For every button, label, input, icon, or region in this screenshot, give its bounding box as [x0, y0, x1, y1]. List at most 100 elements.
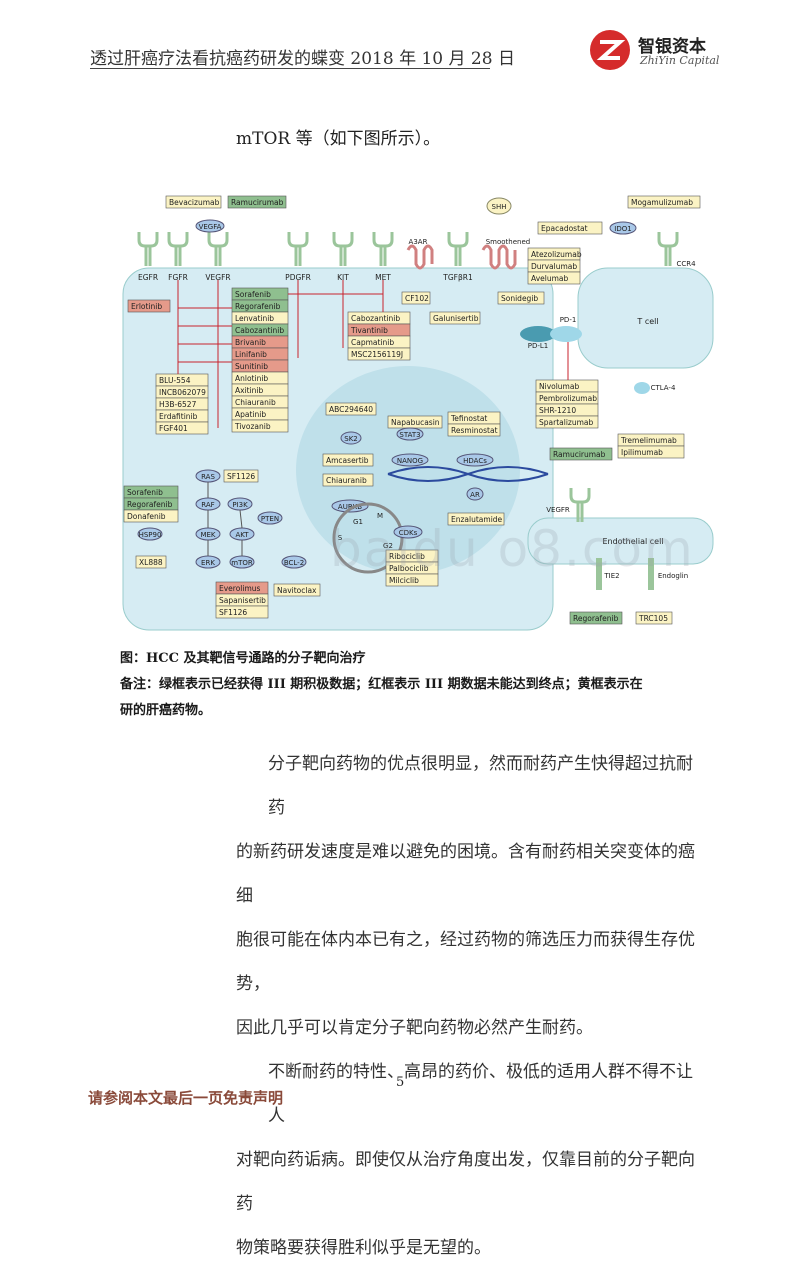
tie2-shape [596, 558, 602, 590]
drug-met-3-label: MSC2156119J [351, 350, 403, 359]
caption-line-1: 图：HCC 及其靶信号通路的分子靶向治疗 [120, 651, 366, 666]
receptor-label-a3ar: A3AR [409, 238, 428, 246]
drug-ctla4-1-label: Ipilimumab [621, 448, 663, 457]
drug-erlotinib-label: Erlotinib [131, 302, 162, 311]
drug-sf1126-box [223, 469, 259, 483]
drug-fgfr-2-label: H3B-6527 [159, 400, 197, 409]
drug-mtor-0-label: Everolimus [219, 584, 261, 593]
receptor-5 [372, 232, 394, 266]
drug-pdl1-2-box [527, 271, 581, 285]
drug-cdk-1-label: Palbociclib [389, 564, 429, 573]
drug-met-3-box [347, 347, 411, 361]
drug-met-1-label: Tivantinib [350, 326, 388, 335]
drug-chiauranib-nuc-box [322, 473, 374, 487]
drug-ramucirumab-endo-label: Ramucirumab [553, 450, 606, 459]
ligand-vegfa-oval [195, 219, 225, 233]
drug-raf-2-label: Donafenib [127, 512, 166, 521]
header-title: 透过肝癌疗法看抗癌药研发的蝶变 2018 年 10 月 28 日 [90, 49, 515, 69]
drug-multikinase-3-label: Cabozantinib [235, 326, 284, 335]
caption-line-3: 研的肝癌药物。 [120, 703, 212, 718]
drug-sf1126-label: SF1126 [227, 472, 255, 481]
ligand-shh-label: SHH [492, 203, 507, 211]
paragraph-2-line-1: 不断耐药的特性、高昂的药价、极低的适用人群不得不让人 [268, 1062, 693, 1126]
pdl1-shape [520, 326, 556, 342]
drug-cdk-0-label: Ribociclib [389, 552, 425, 561]
drug-galunisertib-label: Galunisertib [433, 314, 479, 323]
drug-multikinase-1-label: Regorafenib [235, 302, 281, 311]
drug-regorafenib-endo-box [569, 611, 623, 625]
pathway-node-7-oval [281, 555, 307, 569]
receptor-1 [167, 232, 189, 266]
t-cell [577, 267, 714, 369]
paragraph-2-line-3: 物策略要获得胜利似乎是无望的。 [236, 1238, 491, 1258]
pathway-node-0-label: RAS [201, 473, 215, 481]
drug-ctla4-0-label: Tremelimumab [620, 436, 677, 445]
drug-bevacizumab-box [165, 195, 222, 209]
drug-regorafenib-endo-label: Regorafenib [573, 614, 619, 623]
logo-mark-icon [590, 30, 630, 70]
pathway-node-4-label: PI3K [232, 501, 248, 509]
target-stat3-label: STAT3 [399, 431, 420, 439]
drug-ramucirumab-endo-box [549, 447, 613, 461]
company-logo: 智银资本 ZhiYin Capital [588, 28, 728, 74]
enzyme-ido1-label: IDO1 [614, 225, 631, 233]
receptor-0 [137, 232, 159, 266]
drug-multikinase-6-label: Sunitinib [235, 362, 268, 371]
receptor-label-2: VEGFR [205, 273, 230, 282]
receptor-2 [207, 232, 229, 266]
label-m: M [377, 512, 383, 520]
drug-fgfr-1-label: INCB062079 [159, 388, 206, 397]
drug-xl888-box [135, 555, 167, 569]
receptor-4 [332, 232, 354, 266]
drug-trc105-label: TRC105 [638, 614, 668, 623]
drug-cdk-2-box [385, 573, 439, 587]
drug-fgfr-3-label: Erdafitinib [159, 412, 198, 421]
drug-pd1-1-label: Pembrolizumab [539, 394, 597, 403]
label-endoglin: Endoglin [658, 572, 688, 580]
drug-mtor-2-box [215, 605, 269, 619]
drug-mtor-2-label: SF1126 [219, 608, 247, 617]
receptor-vegfr-endo [569, 488, 591, 522]
pathway-node-5-label: AKT [235, 531, 249, 539]
label-ctla4: CTLA-4 [651, 384, 676, 392]
label-tcell: T cell [636, 317, 658, 326]
paragraph-2-line-2: 对靶向药诟病。即使仅从治疗角度出发，仅靠目前的分子靶向药 [236, 1150, 695, 1214]
label-g1: G1 [353, 518, 363, 526]
pathway-node-6-label: mTOR [231, 559, 253, 567]
drug-hdaci-1-label: Resminostat [451, 426, 498, 435]
drug-enzalutamide-label: Enzalutamide [451, 515, 503, 524]
drug-napabucasin-label: Napabucasin [391, 418, 440, 427]
paragraph-1-line-2: 的新药研发速度是难以避免的困境。含有耐药相关突变体的癌细 [236, 842, 695, 906]
drug-met-2-label: Capmatinib [351, 338, 394, 347]
drug-pdl1-0-label: Atezolizumab [531, 250, 582, 259]
drug-abc294640-label: ABC294640 [329, 405, 373, 414]
drug-chiauranib-nuc-label: Chiauranib [326, 476, 367, 485]
drug-amcasertib-label: Amcasertib [326, 456, 369, 465]
target-cdks-oval [393, 525, 423, 539]
pd1-shape [550, 326, 582, 342]
pi3k-akt [239, 509, 243, 529]
smoothened-coil [481, 244, 517, 270]
watermark: baidu o8.com [330, 520, 695, 578]
drug-pd1-2-label: SHR-1210 [539, 406, 576, 415]
target-hdacs-label: HDACs [463, 457, 487, 465]
paragraph-1-line-1: 分子靶向药物的优点很明显，然而耐药产生快得超过抗耐药 [268, 754, 693, 818]
logo-text-cn: 智银资本 [638, 37, 706, 57]
receptor-label-smo: Smoothened [486, 238, 531, 246]
endoglin-shape [648, 558, 654, 590]
endothelial-cell [527, 517, 714, 565]
drug-epacadostat-label: Epacadostat [541, 224, 588, 233]
drug-fgfr-0-label: BLU-554 [159, 376, 191, 385]
drug-navitoclax-label: Navitoclax [277, 586, 317, 595]
drug-mtor-1-label: Sapanisertib [219, 596, 266, 605]
drug-raf-1-label: Regorafenib [127, 500, 173, 509]
label-g2: G2 [383, 542, 393, 550]
drug-multikinase-11-box [231, 419, 289, 433]
ligand-vegfa-label: VEGFA [199, 223, 222, 231]
drug-pd1-3-box [535, 415, 599, 429]
target-aurkb-label: AURKB [338, 503, 362, 511]
enzyme-ido1-oval [609, 221, 637, 235]
target-sk2-oval [340, 431, 362, 445]
drug-fgfr-4-label: FGF401 [159, 424, 188, 433]
